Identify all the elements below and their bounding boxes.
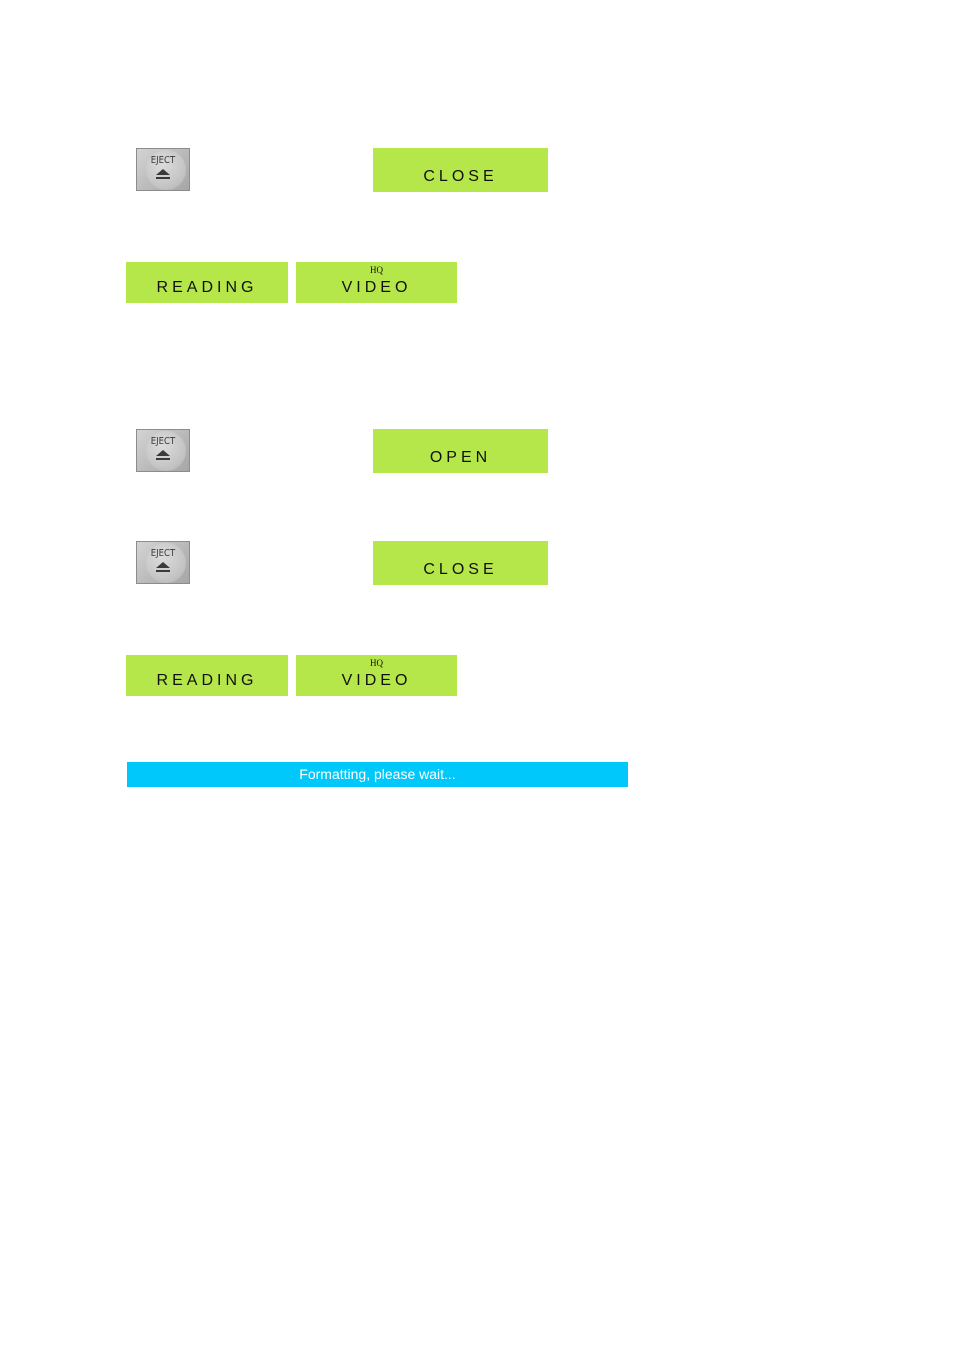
display-hq-video: HQ VIDEO — [296, 655, 457, 696]
hq-label: HQ — [296, 658, 457, 668]
display-reading: READING — [126, 655, 288, 696]
video-text: VIDEO — [296, 672, 457, 690]
eject-button[interactable]: EJECT — [136, 541, 190, 584]
video-text: VIDEO — [296, 279, 457, 297]
eject-button-label: EJECT — [141, 155, 185, 166]
formatting-status-bar: Formatting, please wait... — [127, 762, 628, 787]
formatting-status-text: Formatting, please wait... — [127, 766, 628, 782]
display-open: OPEN — [373, 429, 548, 473]
display-close: CLOSE — [373, 148, 548, 192]
display-text: OPEN — [373, 449, 548, 467]
eject-icon — [156, 169, 170, 179]
display-text: CLOSE — [373, 561, 548, 579]
eject-icon — [156, 450, 170, 460]
hq-label: HQ — [296, 265, 457, 275]
display-hq-video: HQ VIDEO — [296, 262, 457, 303]
eject-button-label: EJECT — [141, 548, 185, 559]
eject-button-label: EJECT — [141, 436, 185, 447]
display-reading: READING — [126, 262, 288, 303]
reading-text: READING — [126, 672, 288, 690]
eject-button[interactable]: EJECT — [136, 148, 190, 191]
display-text: CLOSE — [373, 168, 548, 186]
eject-button[interactable]: EJECT — [136, 429, 190, 472]
eject-icon — [156, 562, 170, 572]
reading-text: READING — [126, 279, 288, 297]
display-close: CLOSE — [373, 541, 548, 585]
